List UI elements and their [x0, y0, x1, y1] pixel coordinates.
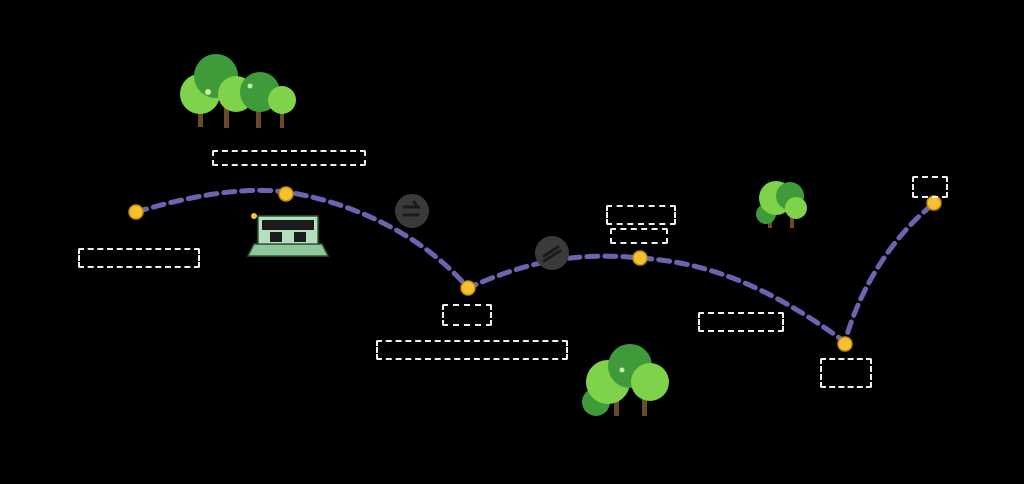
stop-label-frame [610, 228, 668, 244]
tree-cluster-icon [582, 344, 669, 416]
stop-marker[interactable] [460, 280, 476, 296]
platform-building-icon [246, 213, 330, 257]
stop-marker[interactable] [632, 250, 648, 266]
stop-label-frame [212, 150, 366, 166]
stop-marker[interactable] [278, 186, 294, 202]
stop-label-frame [606, 205, 676, 225]
stop-marker[interactable] [837, 336, 853, 352]
stop-label-frame [442, 304, 492, 326]
stop-label-frame [698, 312, 784, 332]
stop-label-frame [78, 248, 200, 268]
tree-cluster-icon [756, 181, 807, 228]
tree-cluster-icon [180, 54, 296, 128]
route-line [133, 187, 939, 347]
stop-marker[interactable] [926, 195, 942, 211]
stop-label-frame [820, 358, 872, 388]
stop-marker[interactable] [128, 204, 144, 220]
stop-label-frame [912, 176, 948, 198]
stop-label-frame [376, 340, 568, 360]
direction-arrow-icon [395, 194, 429, 228]
direction-arrow-icon [535, 236, 569, 270]
